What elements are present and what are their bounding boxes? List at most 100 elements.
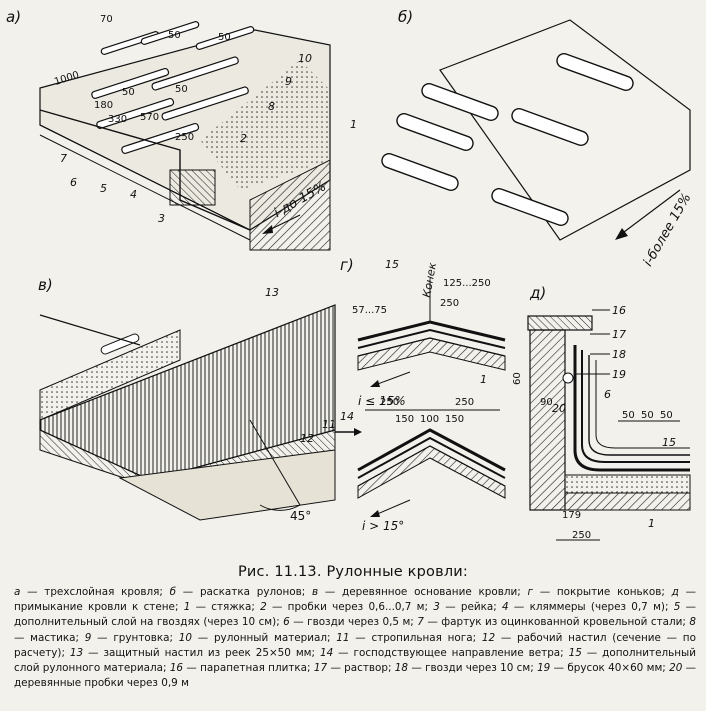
legend-key: 19 bbox=[537, 662, 551, 675]
legend-key: 9 bbox=[84, 631, 92, 644]
mastic-area bbox=[200, 60, 330, 190]
roll-strips bbox=[91, 21, 255, 154]
dim: 90 bbox=[540, 397, 553, 408]
callout: 14 bbox=[340, 410, 354, 423]
slope-arrow bbox=[619, 189, 681, 236]
dim: 100 bbox=[420, 414, 439, 425]
slope-label: i ≤ 15% bbox=[358, 394, 406, 408]
legend-text: рейка; bbox=[460, 601, 497, 614]
legend-key: 6 bbox=[283, 616, 290, 629]
legend-text: дополнительный слой рулонного материала; bbox=[14, 646, 696, 675]
legend-text: гвозди через 0,5 м; bbox=[307, 616, 414, 629]
dim: 50 bbox=[175, 84, 188, 95]
legend-key: д bbox=[671, 586, 679, 598]
angle-label: 45° bbox=[290, 509, 311, 523]
legend-key: г bbox=[527, 586, 533, 598]
legend-key: 2 bbox=[260, 601, 267, 614]
callout: 6 bbox=[604, 388, 611, 401]
legend-text: фартук из оцинкованной кровельной стали; bbox=[441, 616, 686, 629]
legend-key: 11 bbox=[336, 631, 350, 644]
callout: 1 bbox=[648, 517, 655, 530]
panel-a: а) i до 15% 70 50 50 1000 180 bbox=[6, 8, 357, 251]
legend-text: мастика; bbox=[30, 631, 80, 644]
legend-key: 18 bbox=[394, 662, 409, 675]
callout: 12 bbox=[300, 432, 314, 445]
dim: 50 bbox=[622, 410, 635, 421]
panel-g-label: г) bbox=[340, 256, 354, 274]
dim: 570 bbox=[140, 112, 159, 123]
legend-text: раствор; bbox=[344, 662, 392, 675]
dim: 180 bbox=[94, 100, 113, 111]
legend-text: кляммеры (через 0,7 м); bbox=[529, 601, 669, 614]
dim: 57...75 bbox=[352, 305, 387, 316]
callout: 3 bbox=[158, 212, 165, 225]
legend-text: рабочий настил (сечение — по расчету); bbox=[14, 631, 696, 659]
legend-key: 20 bbox=[669, 662, 683, 675]
callout: 18 bbox=[612, 348, 626, 361]
callout: 11 bbox=[322, 418, 336, 431]
legend-key: в bbox=[312, 586, 319, 598]
legend-text: брусок 40×60 мм; bbox=[567, 662, 666, 675]
callout: 13 bbox=[265, 286, 279, 299]
legend-key: 13 bbox=[69, 646, 84, 659]
legend-key: 14 bbox=[319, 646, 334, 659]
ridge-label: Конек bbox=[420, 261, 439, 298]
slab bbox=[564, 492, 691, 511]
legend-key: 8 bbox=[689, 616, 696, 629]
dim: 250 bbox=[175, 132, 194, 143]
legend-key: 1 bbox=[183, 601, 191, 614]
dim: 50 bbox=[660, 410, 673, 421]
legend-text: стяжка; bbox=[211, 601, 255, 614]
dim: 250 bbox=[455, 397, 474, 408]
legend-text: господствующее направление ветра; bbox=[353, 646, 564, 659]
callout: 10 bbox=[298, 52, 312, 65]
callout: 6 bbox=[70, 176, 77, 189]
dim: 60 bbox=[512, 372, 523, 385]
legend-text: гвозди через 10 см; bbox=[425, 662, 534, 675]
callout: 20 bbox=[552, 402, 566, 415]
dim: 50 bbox=[168, 30, 181, 41]
legend-key: 12 bbox=[481, 631, 496, 644]
legend-key: 15 bbox=[568, 646, 582, 659]
legend-key: 3 bbox=[433, 601, 440, 614]
dim: 150 bbox=[395, 414, 414, 425]
panel-b-label: б) bbox=[398, 8, 413, 26]
mastic-layer bbox=[39, 329, 181, 421]
legend-text: деревянное основание кровли; bbox=[342, 586, 521, 598]
parapet-wall bbox=[529, 329, 566, 511]
screed bbox=[564, 474, 691, 494]
dim: 50 bbox=[641, 410, 654, 421]
callout: 1 bbox=[350, 118, 357, 131]
dim: 330 bbox=[108, 114, 127, 125]
legend-text: защитный настил из реек 25×50 мм; bbox=[103, 646, 316, 659]
legend-text: трехслойная кровля; bbox=[44, 586, 163, 598]
dim: 70 bbox=[100, 14, 113, 25]
legend-text: пробки через 0,6...0,7 м; bbox=[287, 601, 429, 614]
dim: 150 bbox=[445, 414, 464, 425]
legend-text: покрытие коньков; bbox=[556, 586, 665, 598]
legend-key: 7 bbox=[417, 616, 424, 629]
callout: 15 bbox=[662, 436, 676, 449]
legend-text: парапетная плитка; bbox=[200, 662, 311, 675]
callout: 19 bbox=[612, 368, 626, 381]
panel-g: г) Конек 125...250 57...75 250 15 1 i ≤ … bbox=[335, 256, 506, 533]
dim: 50 bbox=[218, 32, 231, 43]
legend: а — трехслойная кровля; б — раскатка рул… bbox=[14, 586, 697, 690]
figure-caption: Рис. 11.13. Рулонные кровли: bbox=[237, 564, 469, 580]
legend-text: рулонный материал; bbox=[213, 631, 331, 644]
panel-v-label: в) bbox=[38, 276, 53, 294]
legend-text: примыкание кровли к стене; bbox=[14, 601, 179, 614]
slope-label: i-более 15% bbox=[641, 191, 695, 269]
legend-text: дополнительный слой на гвоздях (через 10… bbox=[14, 616, 280, 629]
dim: 250 bbox=[572, 530, 591, 541]
panel-a-label: а) bbox=[6, 8, 21, 26]
panel-d: д) 16 17 18 19 20 6 15 1 60 90 50 50 50 … bbox=[512, 284, 691, 541]
callout: 4 bbox=[130, 188, 137, 201]
legend-text: грунтовка; bbox=[113, 631, 174, 644]
dim: 50 bbox=[122, 87, 135, 98]
legend-key: 10 bbox=[178, 631, 193, 644]
dim: 125...250 bbox=[443, 278, 491, 289]
legend-key: 17 bbox=[313, 662, 328, 675]
callout: 9 bbox=[285, 75, 292, 88]
legend-key: 16 bbox=[169, 662, 184, 675]
